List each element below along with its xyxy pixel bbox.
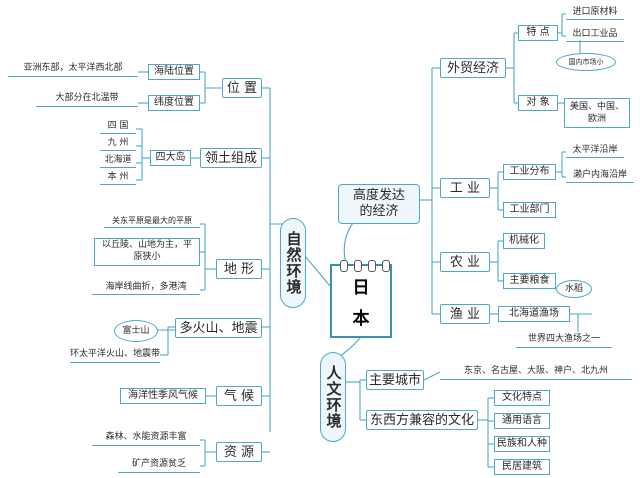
leaf-kanto-plain: 关东平原是最大的平原	[104, 214, 200, 228]
leaf-island-hokkaido: 北海道	[100, 154, 136, 168]
node-industry-sectors: 工业部门	[503, 202, 556, 218]
node-small-market: 国内市场小	[556, 53, 616, 71]
binder-ring-icon	[340, 260, 348, 272]
node-mount-fuji: 富士山	[114, 320, 158, 342]
node-four-islands: 四大岛	[150, 150, 191, 166]
node-latitude-position: 纬度位置	[148, 95, 200, 111]
node-terrain: 地 形	[216, 259, 262, 279]
branch-humanity: 人文环境	[320, 352, 346, 442]
node-industry-distribution: 工业分布	[503, 164, 556, 180]
leaf-island-honshu: 本 州	[100, 171, 136, 185]
leaf-mineral: 矿产资源贫乏	[118, 457, 200, 473]
node-climate-detail: 海洋性季风气候	[120, 388, 206, 404]
node-trade-partners: 对 象	[518, 95, 558, 111]
economy-title-line2: 的经济	[359, 204, 399, 219]
center-title-line1: 日	[352, 278, 370, 298]
leaf-forest-water: 森林、水能资源丰富	[92, 430, 200, 446]
node-staple-food: 主要粮食	[503, 273, 556, 289]
branch-nature: 自然环境	[280, 218, 306, 308]
economy-title-line1: 高度发达	[352, 187, 405, 203]
node-climate: 气 候	[216, 386, 262, 406]
node-industry: 工 业	[440, 178, 490, 198]
node-common-language: 通用语言	[494, 413, 550, 429]
node-east-west-culture: 东西方兼容的文化	[366, 410, 478, 430]
node-ethnicity: 民族和人种	[494, 436, 550, 452]
node-sea-land-position: 海陆位置	[148, 64, 200, 80]
center-title-line2: 本	[352, 309, 370, 329]
node-resources: 资 源	[216, 442, 262, 462]
node-territory: 领土组成	[200, 148, 262, 168]
node-major-cities: 主要城市	[366, 370, 424, 390]
node-hokkaido-fishery: 北海道渔场	[498, 306, 570, 322]
leaf-seto-inland-sea: 濑户内海沿岸	[566, 169, 634, 183]
node-position: 位 置	[222, 78, 262, 98]
node-rice: 水稻	[556, 280, 592, 298]
node-fishery: 渔 业	[440, 304, 490, 324]
leaf-import-raw: 进口原材料	[566, 6, 624, 20]
leaf-coastline: 海岸线曲折，多港湾	[92, 280, 200, 295]
leaf-export-goods: 出口工业品	[566, 28, 624, 42]
node-volcano-earthquake: 多火山、地震	[175, 318, 262, 338]
center-node-japan: 日 本	[330, 260, 392, 338]
node-culture-features: 文化特点	[494, 390, 550, 406]
binder-ring-icon	[368, 260, 376, 272]
leaf-pacific-belt: 环太平洋火山、地震带	[70, 347, 160, 363]
leaf-four-great-fisheries: 世界四大渔场之一	[516, 332, 612, 348]
leaf-pacific-coast: 太平洋沿岸	[566, 144, 624, 158]
node-mechanization: 机械化	[503, 233, 545, 249]
node-dwellings: 民居建筑	[494, 459, 550, 475]
node-trade-features: 特 点	[518, 25, 558, 41]
leaf-sea-land-detail: 亚洲东部，太平洋西北部	[8, 61, 138, 77]
node-partners-detail: 美国、中国、欧洲	[564, 98, 630, 128]
binder-ring-icon	[354, 260, 362, 272]
node-terrain-main: 以丘陵、山地为主，平原狭小	[94, 238, 200, 266]
node-agriculture: 农 业	[440, 252, 490, 272]
binder-ring-icon	[382, 260, 390, 272]
leaf-city-list: 东京、名古屋、大阪、神户、北九州	[440, 364, 632, 380]
leaf-island-shikoku: 四 国	[100, 120, 136, 134]
branch-economy: 高度发达 的经济	[338, 184, 420, 224]
leaf-latitude-detail: 大部分在北温带	[36, 91, 138, 107]
node-foreign-trade: 外贸经济	[440, 58, 506, 78]
leaf-island-kyushu: 九 州	[100, 137, 136, 151]
